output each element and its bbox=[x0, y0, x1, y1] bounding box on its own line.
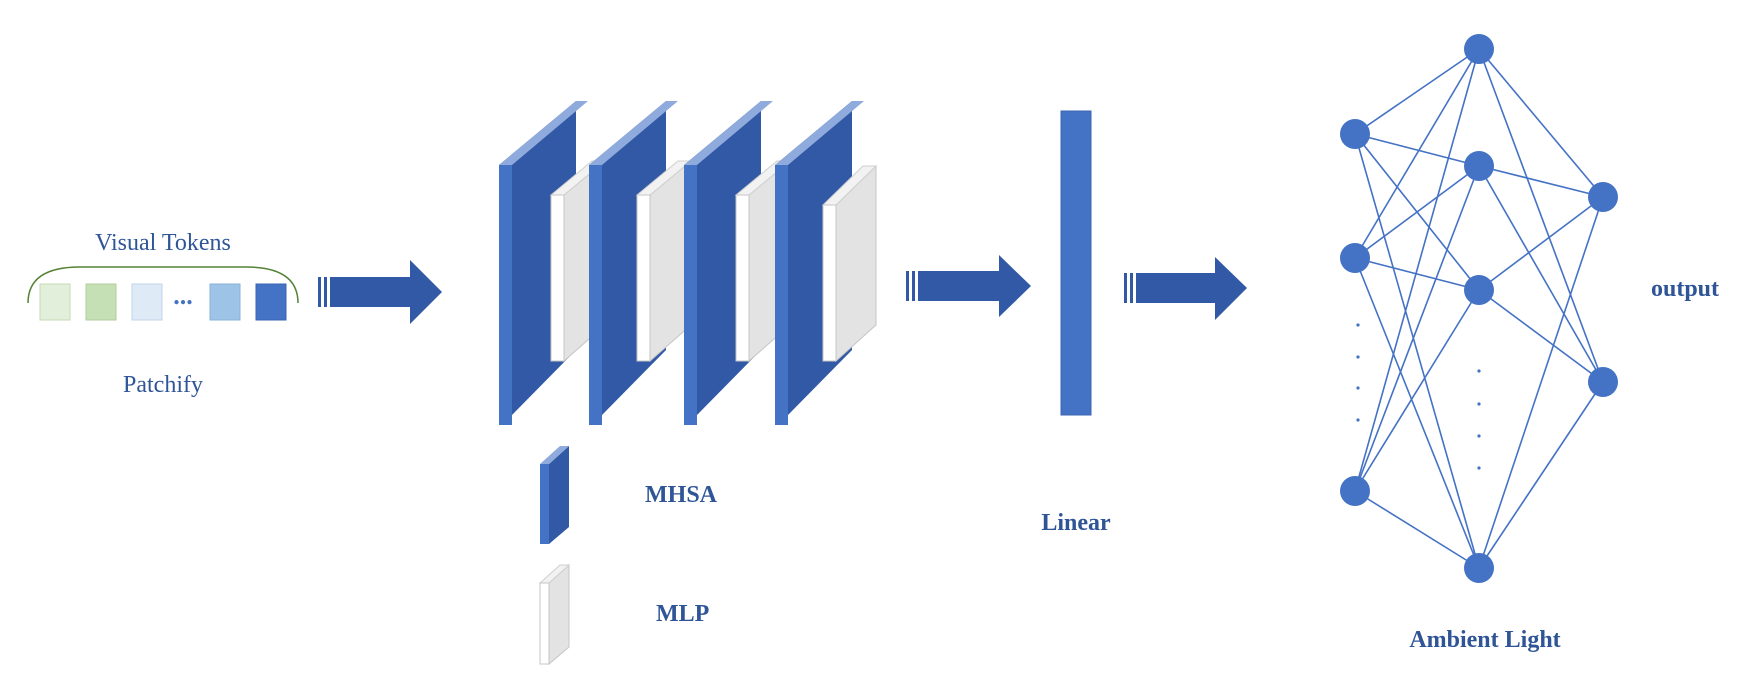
output-label: output bbox=[1651, 276, 1719, 302]
linear-layer-bar bbox=[1060, 110, 1092, 416]
input-node-3 bbox=[1340, 476, 1370, 506]
hidden-node-1 bbox=[1464, 34, 1494, 64]
input-node-2 bbox=[1340, 243, 1370, 273]
hidden-layer-ellipsis bbox=[1477, 369, 1481, 470]
input-node-1 bbox=[1340, 119, 1370, 149]
token-patch-4 bbox=[209, 283, 241, 321]
linear-layer: Linear bbox=[1041, 110, 1111, 536]
network-nodes bbox=[1340, 34, 1618, 583]
visual-tokens-label: Visual Tokens bbox=[95, 230, 231, 256]
arrow-linear-to-mlp-head bbox=[1124, 257, 1247, 320]
transformer-stack bbox=[499, 101, 878, 425]
legend-mhsa-label: MHSA bbox=[645, 482, 718, 508]
legend-mlp-label: MLP bbox=[656, 601, 709, 627]
mlp-block-2 bbox=[635, 159, 693, 363]
arrow-tokens-to-encoder bbox=[318, 260, 442, 324]
fully-connected-network: output Ambient Light bbox=[1340, 34, 1719, 653]
arrow-encoder-to-linear bbox=[906, 255, 1031, 317]
token-patch-5 bbox=[255, 283, 287, 321]
token-ellipsis: ... bbox=[173, 281, 193, 310]
mlp-block-4 bbox=[821, 164, 878, 363]
hidden-node-2 bbox=[1464, 151, 1494, 181]
token-patch-1 bbox=[39, 283, 71, 321]
output-node-1 bbox=[1588, 182, 1618, 212]
token-patch-3 bbox=[131, 283, 163, 321]
legend-mhsa-swatch bbox=[540, 446, 569, 544]
hidden-node-3 bbox=[1464, 275, 1494, 305]
visual-tokens-group: Visual Tokens ... Patchify bbox=[27, 230, 299, 398]
legend-mlp-swatch bbox=[538, 563, 571, 666]
hidden-node-4 bbox=[1464, 553, 1494, 583]
legend-mlp: MLP bbox=[538, 563, 709, 666]
output-node-2 bbox=[1588, 367, 1618, 397]
input-layer-ellipsis bbox=[1356, 323, 1360, 422]
ambient-light-label: Ambient Light bbox=[1409, 627, 1560, 653]
linear-label: Linear bbox=[1041, 510, 1111, 536]
network-connections bbox=[1354, 48, 1604, 569]
visual-tokens-bracket bbox=[27, 266, 299, 304]
legend-mhsa: MHSA bbox=[540, 446, 718, 544]
token-patch-2 bbox=[85, 283, 117, 321]
patchify-label: Patchify bbox=[123, 372, 203, 398]
